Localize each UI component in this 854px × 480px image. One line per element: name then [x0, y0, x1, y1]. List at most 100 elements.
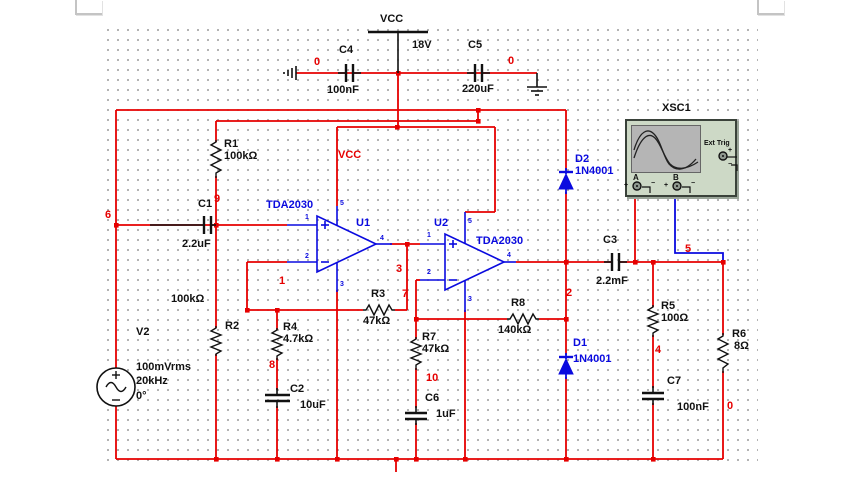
node-1: 1 — [279, 275, 286, 287]
u2-pin1: 1 — [427, 232, 431, 239]
u2-pin3: 3 — [468, 296, 472, 303]
u1-pin5: 5 — [340, 200, 344, 207]
v2-phase: 0° — [136, 390, 147, 402]
opamp-U1[interactable] — [287, 206, 392, 292]
u1-pin4: 4 — [380, 235, 384, 242]
u1-pin1: 1 — [305, 214, 309, 221]
opamp-U2[interactable] — [420, 212, 516, 312]
r7-ref: R7 — [422, 331, 437, 343]
c3-value: 2.2mF — [596, 275, 628, 287]
node-8: 8 — [269, 359, 276, 371]
ground-symbol-left[interactable] — [283, 66, 297, 80]
c7-ref: C7 — [667, 375, 682, 387]
d2-ref: D2 — [575, 153, 590, 165]
r1-value: 100kΩ — [224, 150, 258, 162]
junction-dots — [114, 71, 726, 462]
diode-D2[interactable] — [558, 168, 574, 194]
channel-a-plus: + — [624, 182, 629, 189]
capacitor-C4[interactable] — [338, 64, 361, 82]
ext-trig-label: Ext Trig — [704, 140, 730, 147]
r8-value: 140kΩ — [498, 324, 532, 336]
diode-D1[interactable] — [558, 353, 574, 379]
d1-value: 1N4001 — [573, 353, 612, 365]
resistor-R5[interactable] — [646, 305, 660, 337]
node-5: 5 — [685, 243, 692, 255]
r5-ref: R5 — [661, 300, 676, 312]
c4-value: 100nF — [327, 84, 359, 96]
u2-pin4: 4 — [507, 252, 511, 259]
u2-part-label: TDA2030 — [476, 235, 524, 247]
r5-value: 100Ω — [661, 312, 689, 324]
channel-a-label: A — [633, 173, 639, 182]
c7-value: 100nF — [677, 401, 709, 413]
oscilloscope-screen — [631, 125, 701, 173]
r8-ref: R8 — [511, 297, 526, 309]
r1-ref: R1 — [224, 138, 239, 150]
ac-source-V2[interactable] — [96, 367, 136, 407]
capacitor-C3[interactable] — [604, 253, 627, 271]
c4-ref: C4 — [339, 44, 354, 56]
vcc-rail-label: VCC — [338, 149, 362, 161]
r7-value: 47kΩ — [422, 343, 450, 355]
node-0-c5: 0 — [508, 55, 515, 67]
v2-ref: V2 — [136, 326, 150, 338]
capacitor-C7[interactable] — [642, 386, 664, 405]
node-9: 9 — [214, 193, 221, 205]
channel-a-minus: − — [651, 180, 656, 187]
c2-ref: C2 — [290, 383, 305, 395]
d2-value: 1N4001 — [575, 165, 614, 177]
resistor-R6[interactable] — [716, 333, 730, 373]
c1-value: 2.2uF — [182, 238, 211, 250]
node-0-out: 0 — [727, 400, 734, 412]
c2-value: 10uF — [300, 399, 326, 411]
r3-ref: R3 — [371, 288, 386, 300]
ground-symbol-right[interactable] — [527, 73, 547, 96]
c1-ref: C1 — [198, 198, 213, 210]
node-3: 3 — [396, 263, 403, 275]
resistor-R8[interactable] — [507, 312, 539, 326]
u1-part-label: TDA2030 — [266, 199, 314, 211]
resistor-R2[interactable] — [209, 326, 223, 356]
wires[interactable] — [115, 72, 724, 472]
sheet-corner-right — [757, 0, 784, 15]
resistor-R3[interactable] — [363, 303, 395, 317]
r4-ref: R4 — [283, 321, 298, 333]
resistor-R7[interactable] — [409, 337, 423, 370]
v2-amplitude: 100mVrms — [136, 361, 192, 373]
resistor-R1[interactable] — [209, 140, 223, 178]
resistor-R4[interactable] — [270, 328, 284, 360]
u2-pin2: 2 — [427, 269, 431, 276]
r3-value: 47kΩ — [363, 315, 391, 327]
channel-b-minus: − — [691, 180, 696, 187]
c5-ref: C5 — [468, 39, 483, 51]
xsc1-ref-label: XSC1 — [662, 102, 691, 114]
c5-value: 220uF — [462, 83, 494, 95]
wire-channel-b[interactable] — [674, 190, 724, 262]
capacitor-C5[interactable] — [467, 64, 490, 82]
vcc-power-symbol[interactable] — [368, 30, 428, 73]
oscilloscope-xsc1[interactable]: Ext Trig + − A + − B + − — [624, 119, 738, 197]
ext-trig-plus: + — [728, 147, 733, 154]
r4-value: 4.7kΩ — [283, 333, 314, 345]
v2-frequency: 20kHz — [136, 375, 168, 387]
channel-b-label: B — [673, 173, 679, 182]
r2-value: 100kΩ — [171, 293, 205, 305]
r6-value: 8Ω — [734, 340, 749, 352]
c6-value: 1uF — [436, 408, 456, 420]
vcc-voltage-label: 18V — [412, 39, 432, 51]
node-0-c4: 0 — [314, 56, 321, 68]
sheet-corner-left — [75, 0, 102, 15]
capacitor-C2[interactable] — [265, 388, 290, 408]
capacitor-C6[interactable] — [405, 406, 427, 425]
capacitor-C1[interactable] — [150, 216, 216, 234]
waveform-display — [633, 130, 699, 170]
node-7: 7 — [402, 288, 409, 300]
u1-pin2: 2 — [305, 253, 309, 260]
channel-b-plus: + — [664, 182, 669, 189]
c6-ref: C6 — [425, 392, 440, 404]
c3-ref: C3 — [603, 234, 618, 246]
u2-pin5: 5 — [468, 218, 472, 225]
vcc-symbol-label: VCC — [380, 13, 404, 25]
